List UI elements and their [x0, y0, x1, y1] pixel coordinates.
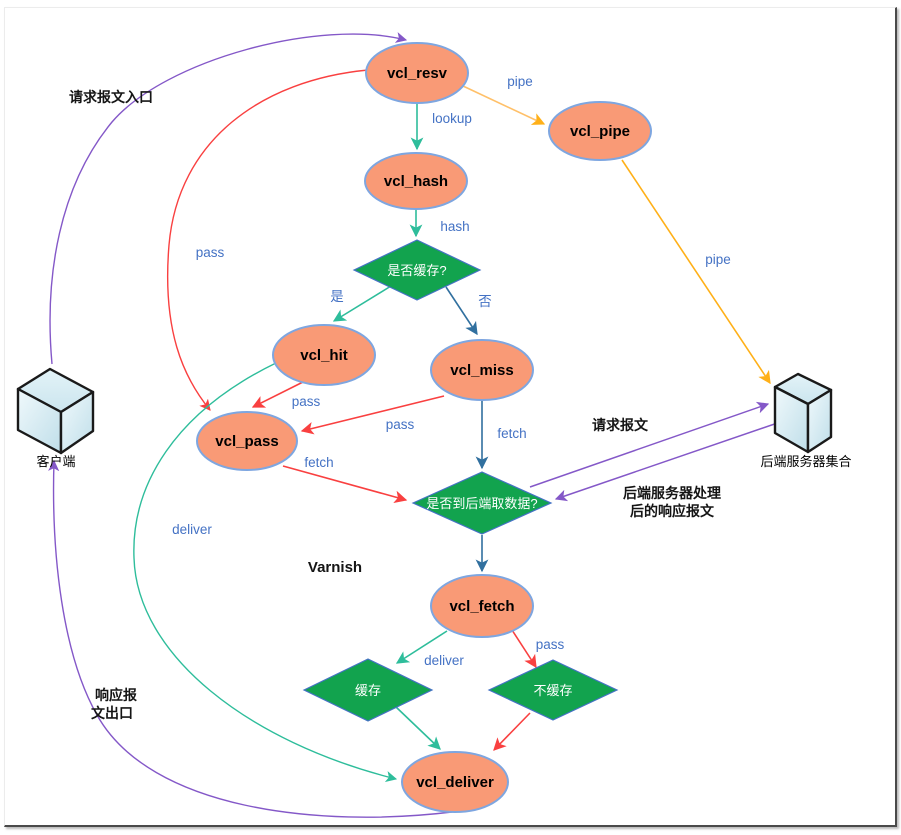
- node-vcl-pass-label: vcl_pass: [215, 433, 278, 450]
- node-vcl-resv: vcl_resv: [365, 42, 469, 104]
- node-vcl-deliver: vcl_deliver: [401, 751, 509, 813]
- client-box: [16, 367, 95, 455]
- label-pass-left: pass: [196, 245, 225, 260]
- decision-is-cached: 是否缓存?: [352, 239, 482, 301]
- label-varnish: Varnish: [308, 559, 362, 576]
- node-vcl-pipe-label: vcl_pipe: [570, 123, 630, 140]
- node-vcl-resv-label: vcl_resv: [387, 65, 448, 82]
- label-request-msg: 请求报文: [592, 417, 649, 433]
- edge-miss-pass: [300, 395, 445, 435]
- edge-request-msg: [529, 401, 770, 488]
- label-backend-response-2: 后的响应报文: [630, 503, 715, 519]
- edge-fetch-cache: [395, 630, 448, 664]
- label-deliver-fetch: deliver: [424, 653, 464, 668]
- edge-fetch-nocache: [511, 629, 537, 669]
- edge-hit-pass: [251, 381, 304, 408]
- screenshot-frame: [4, 7, 897, 827]
- edge-pass-fetch: [282, 465, 408, 504]
- label-yes: 是: [330, 289, 344, 304]
- edge-backend-response: [554, 417, 793, 502]
- label-request-entry: 请求报文入口: [69, 89, 153, 105]
- label-pass-fetch: pass: [536, 637, 565, 652]
- node-vcl-miss: vcl_miss: [430, 339, 534, 401]
- label-lookup: lookup: [432, 111, 472, 126]
- edge-hit-deliver: [133, 362, 398, 782]
- decision-fetch-backend: 是否到后端取数据?: [411, 471, 553, 535]
- decision-fetch-backend-label: 是否到后端取数据?: [426, 496, 537, 511]
- edge-cache-deliver: [395, 706, 441, 750]
- label-deliver-left: deliver: [172, 522, 212, 537]
- client-label: 客户端: [36, 454, 75, 469]
- edge-request-entry: [49, 32, 408, 365]
- node-vcl-miss-label: vcl_miss: [450, 362, 513, 379]
- decision-no-cache: 不缓存: [487, 659, 619, 721]
- label-fetch-miss: fetch: [497, 426, 526, 441]
- node-vcl-deliver-label: vcl_deliver: [416, 774, 494, 791]
- decision-is-cached-label: 是否缓存?: [387, 263, 446, 278]
- decision-no-cache-label: 不缓存: [533, 683, 572, 698]
- backend-label: 后端服务器集合: [760, 454, 851, 469]
- label-pass-miss: pass: [386, 417, 415, 432]
- label-backend-response-1: 后端服务器处理: [623, 485, 721, 501]
- label-response-exit-1: 响应报: [95, 687, 137, 703]
- node-vcl-hash: vcl_hash: [364, 152, 468, 210]
- label-pass-hit: pass: [292, 394, 321, 409]
- edge-pipe-backend: [621, 159, 771, 385]
- label-no: 否: [478, 294, 492, 309]
- node-vcl-hit-label: vcl_hit: [300, 347, 348, 364]
- label-pipe-top: pipe: [507, 74, 533, 89]
- label-hash: hash: [440, 219, 469, 234]
- node-vcl-hit: vcl_hit: [272, 324, 376, 386]
- edge-pipe-top: [462, 85, 546, 125]
- node-vcl-pass: vcl_pass: [196, 411, 298, 471]
- node-vcl-pipe: vcl_pipe: [548, 101, 652, 161]
- edge-yes-hit: [332, 285, 392, 322]
- edge-nocache-deliver: [493, 712, 531, 751]
- node-vcl-fetch: vcl_fetch: [430, 574, 534, 638]
- node-vcl-hash-label: vcl_hash: [384, 173, 448, 190]
- label-fetch-pass: fetch: [304, 455, 333, 470]
- edge-no-miss: [445, 286, 478, 336]
- edge-resv-pass: [166, 69, 369, 411]
- label-response-exit-2: 文出口: [91, 705, 133, 721]
- label-pipe-right: pipe: [705, 252, 731, 267]
- edge-response-exit: [48, 459, 453, 818]
- node-vcl-fetch-label: vcl_fetch: [449, 598, 514, 615]
- backend-box: [773, 372, 833, 454]
- decision-cache: 缓存: [302, 658, 434, 722]
- decision-cache-label: 缓存: [355, 683, 381, 698]
